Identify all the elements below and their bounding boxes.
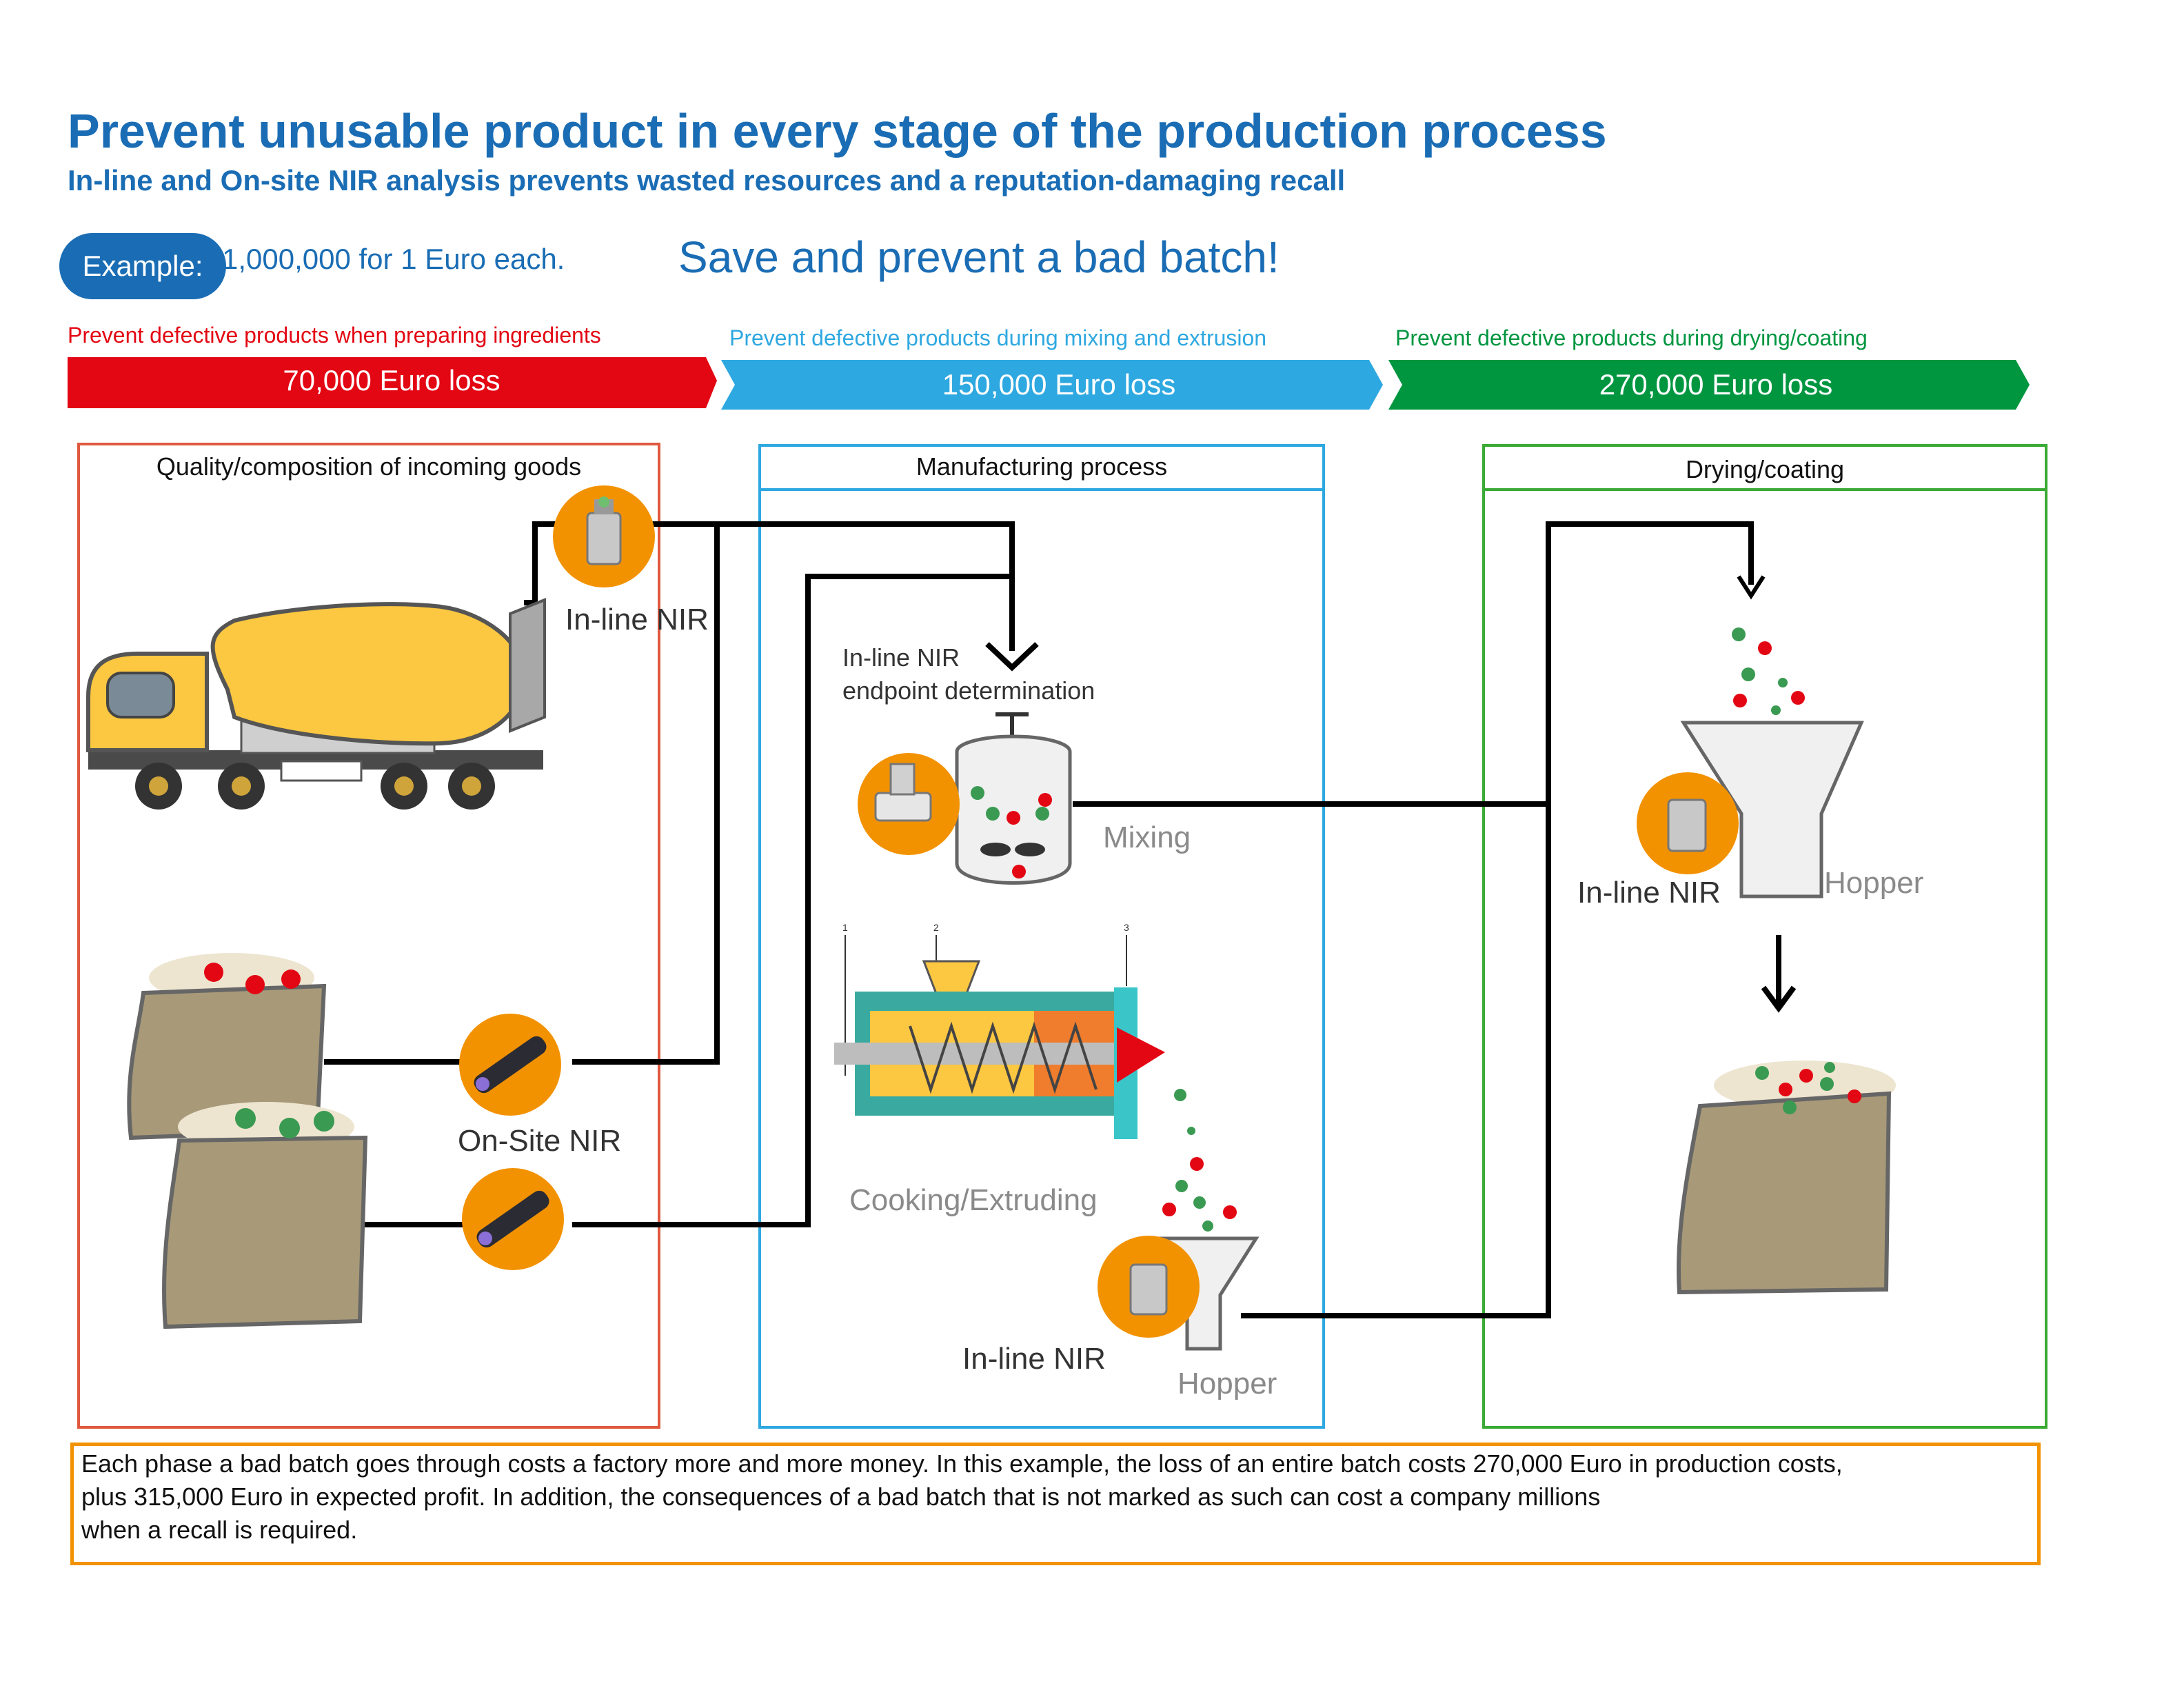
box-title-manufacturing: Manufacturing process <box>916 452 1168 481</box>
handheld-nir-icon <box>459 1014 561 1116</box>
note-line-3: when a recall is required. <box>81 1516 358 1544</box>
box-manufacturing <box>758 444 1325 1429</box>
loss-label-ingredients: 70,000 Euro loss <box>283 364 501 396</box>
label-endpoint-line2: endpoint determination <box>842 676 1095 705</box>
inline-nir-sensor-icon <box>858 753 960 855</box>
extruder-icon: 1 2 3 <box>834 922 1165 1139</box>
note-box <box>70 1443 2041 1565</box>
inline-nir-sensor-icon <box>1637 772 1739 874</box>
label-cooking-extruding: Cooking/Extruding <box>849 1183 1098 1217</box>
label-onsite-nir: On-Site NIR <box>458 1124 622 1158</box>
note-line-2: plus 315,000 Euro in expected profit. In… <box>81 1483 1601 1511</box>
label-inline-nir-truck: In-line NIR <box>565 603 709 636</box>
example-text: 1,000,000 for 1 Euro each. <box>222 243 565 275</box>
example-badge: Example: <box>59 233 226 299</box>
box-title-drying: Drying/coating <box>1685 455 1845 483</box>
inline-nir-sensor-icon <box>553 485 655 587</box>
mixer-truck-icon <box>86 598 546 810</box>
box-title-incoming: Quality/composition of incoming goods <box>156 452 582 481</box>
inline-nir-sensor-icon <box>1098 1236 1200 1338</box>
handheld-nir-icon <box>462 1168 564 1270</box>
label-hopper2: Hopper <box>1824 866 1924 900</box>
label-hopper1: Hopper <box>1177 1367 1277 1400</box>
stage-caption-ingredients: Prevent defective products when preparin… <box>68 323 601 348</box>
page-subtitle: In-line and On-site NIR analysis prevent… <box>68 164 1346 197</box>
label-endpoint-line1: In-line NIR <box>842 643 960 672</box>
label-inline-nir-hopper1: In-line NIR <box>962 1342 1106 1376</box>
label-inline-nir-hopper2: In-line NIR <box>1577 876 1721 910</box>
stage-arrow-red <box>68 357 717 408</box>
extruder-mark-3: 3 <box>1124 922 1129 933</box>
sack-icon <box>127 953 327 1141</box>
arrow-hopper-to-sack <box>1761 985 1797 1013</box>
loss-label-mixing: 150,000 Euro loss <box>942 368 1176 401</box>
extruder-mark-2: 2 <box>933 922 939 933</box>
loss-label-drying: 270,000 Euro loss <box>1599 368 1833 401</box>
box-incoming-goods <box>77 443 660 1429</box>
sack-icon <box>162 1102 368 1329</box>
hopper-icon <box>1680 721 1864 898</box>
note-line-1: Each phase a bad batch goes through cost… <box>81 1449 1843 1478</box>
page-title: Prevent unusable product in every stage … <box>68 104 1607 158</box>
stage-caption-drying: Prevent defective products during drying… <box>1395 325 1868 350</box>
stage-caption-mixing: Prevent defective products during mixing… <box>729 325 1267 350</box>
mixing-vessel-icon <box>955 712 1072 885</box>
arrow-into-hopper <box>1737 575 1766 600</box>
arrow-into-mixer <box>985 642 1039 672</box>
box-drying <box>1482 444 2048 1429</box>
stage-arrow-blue <box>721 360 1383 410</box>
stage-arrow-green <box>1388 360 2030 410</box>
headline: Save and prevent a bad batch! <box>678 232 1280 282</box>
sack-icon <box>1676 1061 1896 1295</box>
extruder-mark-1: 1 <box>842 922 848 933</box>
label-mixing: Mixing <box>1103 821 1191 854</box>
